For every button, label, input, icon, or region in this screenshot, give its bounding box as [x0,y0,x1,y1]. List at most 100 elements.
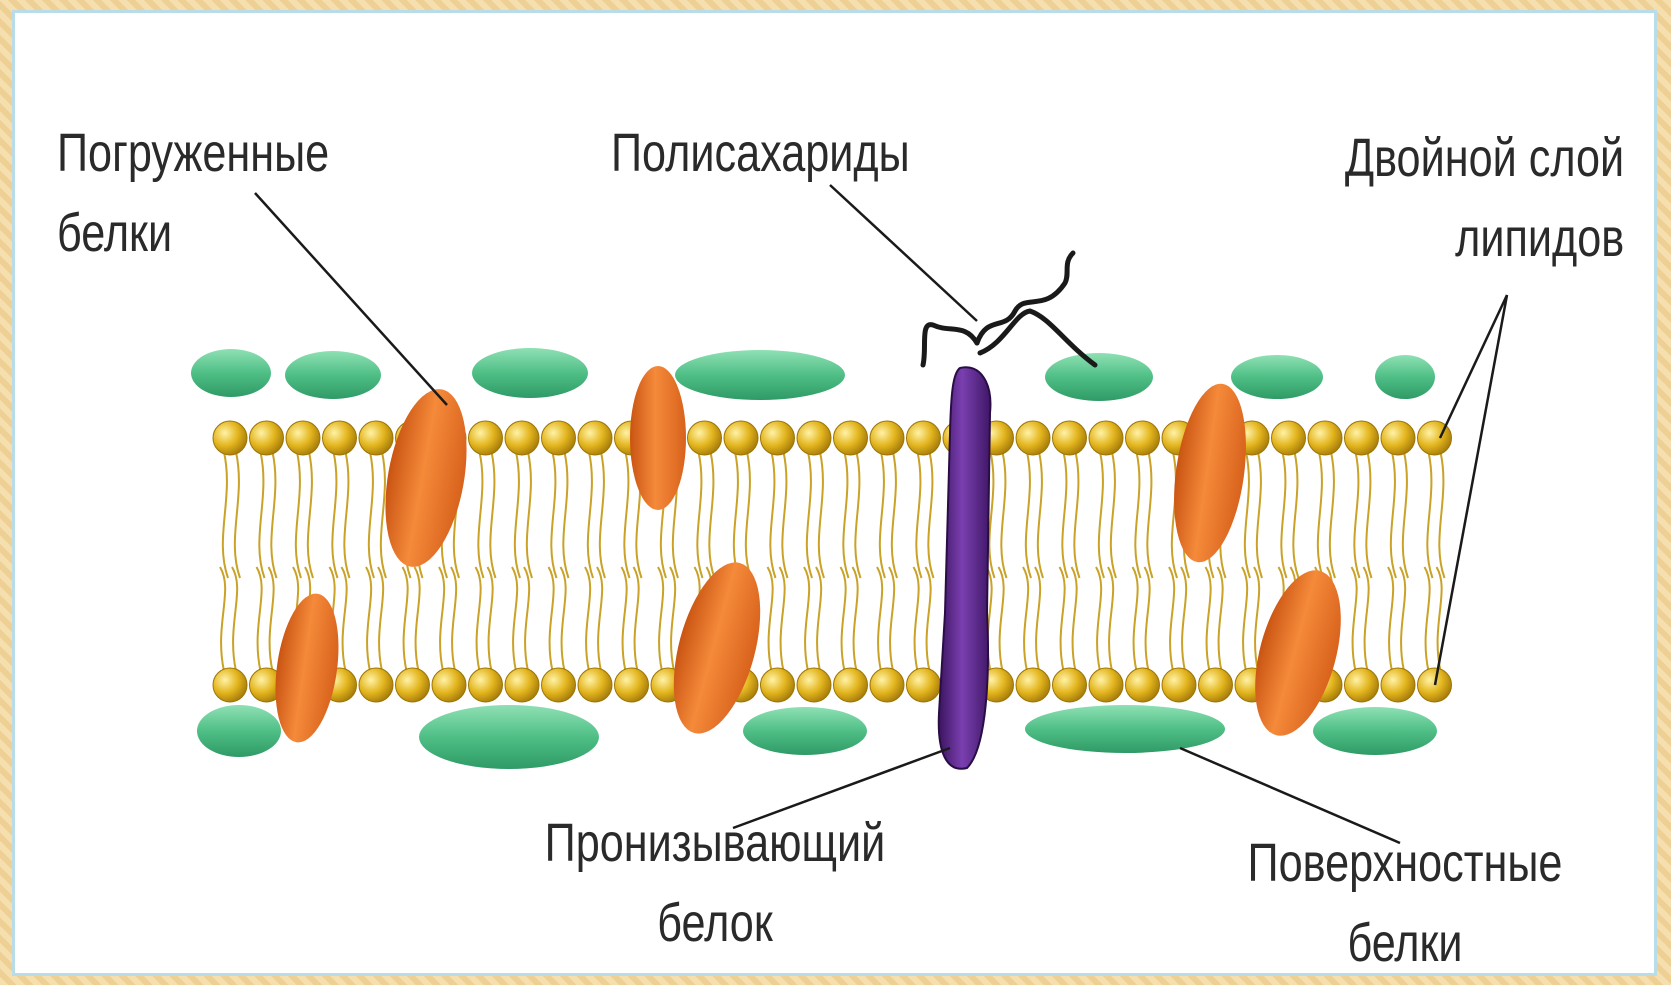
lipid-tail [524,567,529,671]
lipid-tail [369,452,374,578]
lipid-tail [841,567,846,671]
lipid-tail [816,567,821,671]
surface-protein [1025,705,1225,753]
lipid-tail [585,567,590,671]
lipid-tail [1023,567,1028,671]
label-surface-proteins: Поверхностные белки [1213,823,1597,976]
label-polysaccharides-line1: Полисахариды [611,113,910,193]
lipid-head [432,668,466,702]
lipid-head [688,421,722,455]
lipid-head [323,421,357,455]
lipid-tail [269,567,274,671]
lipid-head [213,668,247,702]
lipid-tail [512,567,517,671]
lipid-tail [342,567,347,671]
lipid-tail [296,452,301,578]
lipid-tail [889,567,894,671]
embedded-protein [630,366,686,510]
lipid-head [1381,421,1415,455]
lipid-tail [853,567,858,671]
lipid-tail [1026,452,1031,578]
lipid-head [1126,421,1160,455]
lipid-head [1089,421,1123,455]
lipid-tail [746,452,751,578]
polysaccharide-chains [923,253,1095,365]
lipid-tail [1060,567,1065,671]
lipid-head [1053,421,1087,455]
lipid-tail [1354,452,1359,578]
surface-protein [1231,355,1323,399]
lipid-tail [843,452,848,578]
lipid-head [797,421,831,455]
lipid-head [834,421,868,455]
lipid-tail [1181,567,1186,671]
lipid-head [1162,668,1196,702]
surface-protein [1045,353,1153,401]
lipid-tail [220,567,225,671]
label-penetrating-protein: Пронизывающий белок [507,803,923,963]
lipid-tail [1038,452,1043,578]
lipid-head [542,421,576,455]
lipid-tail [1133,567,1138,671]
lipid-tail [1242,567,1247,671]
lipid-tail [892,452,897,578]
lipid-tail [1391,452,1396,578]
lipid-tail [259,452,264,578]
lipid-tail [549,567,554,671]
label-surface-proteins-line1: Поверхностные [1213,823,1597,903]
lipid-tail [855,452,860,578]
lipid-tail [1111,452,1116,578]
lipid-head [1016,668,1050,702]
lipid-tail [1218,567,1223,671]
lipid-tail [1403,452,1408,578]
lipid-tail [804,567,809,671]
lipid-tail [332,452,337,578]
surface-protein [191,349,271,397]
lipid-tail [515,452,520,578]
lipid-head [542,668,576,702]
lipid-head [505,668,539,702]
label-penetrating-protein-line2: белок [507,883,923,963]
lipid-tail [451,567,456,671]
lipid-tail [378,567,383,671]
surface-protein [419,705,599,769]
embedded-protein [373,383,479,573]
lipid-head [1089,668,1123,702]
lipid-head [286,421,320,455]
lipid-head [359,421,393,455]
lipid-tail [768,567,773,671]
lipid-tail [624,452,629,578]
lipid-tail [476,567,481,671]
lipid-head [870,668,904,702]
lipid-tail [658,567,663,671]
lipid-tail [1281,452,1286,578]
lipid-tail [1062,452,1067,578]
lipid-tail [223,452,228,578]
lipid-tail [478,452,483,578]
lipid-tail [780,567,785,671]
lipid-tail [439,567,444,671]
lipid-tail [928,452,933,578]
lipid-head [907,668,941,702]
lipid-tail [344,452,349,578]
lipid-tail [916,452,921,578]
lipid-head [1381,668,1415,702]
lipid-tail [563,452,568,578]
lipid-tail [880,452,885,578]
lipid-tail [1425,567,1430,671]
lipid-head [505,421,539,455]
lipid-tail [999,567,1004,671]
lipid-head [469,668,503,702]
lipid-tail [634,567,639,671]
lipid-head [1272,421,1306,455]
lipid-tail [1364,567,1369,671]
lipid-tail [819,452,824,578]
lipid-head [1308,421,1342,455]
lipid-tail [271,452,276,578]
lipid-head [396,668,430,702]
lipid-tail [877,567,882,671]
lipid-tail [488,567,493,671]
lipid-head [1016,421,1050,455]
lipid-head [1418,668,1452,702]
label-polysaccharides: Полисахариды [611,113,910,193]
